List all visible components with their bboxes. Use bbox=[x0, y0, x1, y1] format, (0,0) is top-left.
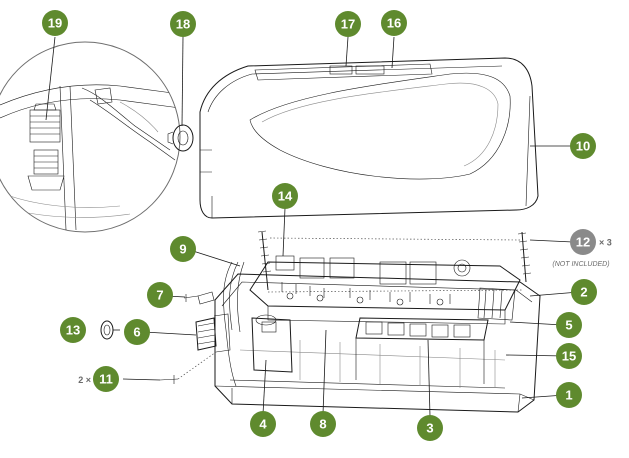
svg-text:11: 11 bbox=[99, 372, 113, 387]
callout-11-multiplier: 2 × bbox=[78, 375, 91, 385]
callout-2: 2 bbox=[571, 279, 597, 305]
svg-text:14: 14 bbox=[278, 189, 293, 204]
callout-15: 15 bbox=[556, 343, 582, 369]
callout-12-note: (NOT INCLUDED) bbox=[552, 261, 609, 268]
callout-18: 18 bbox=[170, 11, 196, 37]
callout-14: 14 bbox=[272, 183, 298, 209]
callout-9: 9 bbox=[170, 236, 196, 262]
terminal-board bbox=[355, 317, 489, 384]
svg-text:12: 12 bbox=[576, 235, 590, 250]
svg-text:6: 6 bbox=[133, 325, 140, 340]
svg-text:1: 1 bbox=[565, 388, 572, 403]
callout-11: 2 × 11 bbox=[78, 366, 119, 392]
callout-10: 10 bbox=[570, 133, 596, 159]
svg-text:15: 15 bbox=[562, 349, 576, 364]
callout-8: 8 bbox=[310, 411, 336, 437]
callout-17: 17 bbox=[335, 11, 361, 37]
svg-text:10: 10 bbox=[576, 139, 590, 154]
callout-12: 12 × 3 (NOT INCLUDED) bbox=[552, 229, 612, 268]
callout-7: 7 bbox=[147, 282, 173, 308]
svg-text:19: 19 bbox=[48, 16, 62, 31]
svg-text:8: 8 bbox=[319, 417, 326, 432]
svg-text:18: 18 bbox=[176, 17, 190, 32]
callout-6: 6 bbox=[124, 319, 150, 345]
svg-text:5: 5 bbox=[565, 318, 572, 333]
svg-text:17: 17 bbox=[341, 17, 355, 32]
callout-19: 19 bbox=[42, 10, 68, 36]
left-fittings bbox=[100, 261, 293, 387]
svg-text:13: 13 bbox=[66, 323, 80, 338]
svg-text:2: 2 bbox=[580, 285, 587, 300]
circuit-board bbox=[249, 255, 521, 325]
detail-inset bbox=[0, 41, 181, 233]
callout-4: 4 bbox=[250, 411, 276, 437]
svg-text:16: 16 bbox=[387, 16, 401, 31]
callout-3: 3 bbox=[417, 415, 443, 441]
callout-16: 16 bbox=[381, 10, 407, 36]
svg-text:4: 4 bbox=[259, 417, 267, 432]
svg-text:3: 3 bbox=[426, 421, 433, 436]
callout-5: 5 bbox=[556, 312, 582, 338]
svg-text:9: 9 bbox=[179, 242, 186, 257]
svg-text:7: 7 bbox=[156, 288, 163, 303]
callout-1: 1 bbox=[556, 382, 582, 408]
cover-lid bbox=[199, 57, 539, 219]
callout-badges: 19 18 17 16 10 14 12 × 3 (NOT INCLUDED) bbox=[42, 10, 612, 441]
base-enclosure bbox=[214, 273, 541, 413]
callout-13: 13 bbox=[60, 317, 86, 343]
callout-12-multiplier: × 3 bbox=[599, 238, 612, 248]
leader-lines bbox=[45, 36, 580, 417]
cable-gland-18 bbox=[167, 124, 194, 152]
screws bbox=[257, 230, 532, 293]
